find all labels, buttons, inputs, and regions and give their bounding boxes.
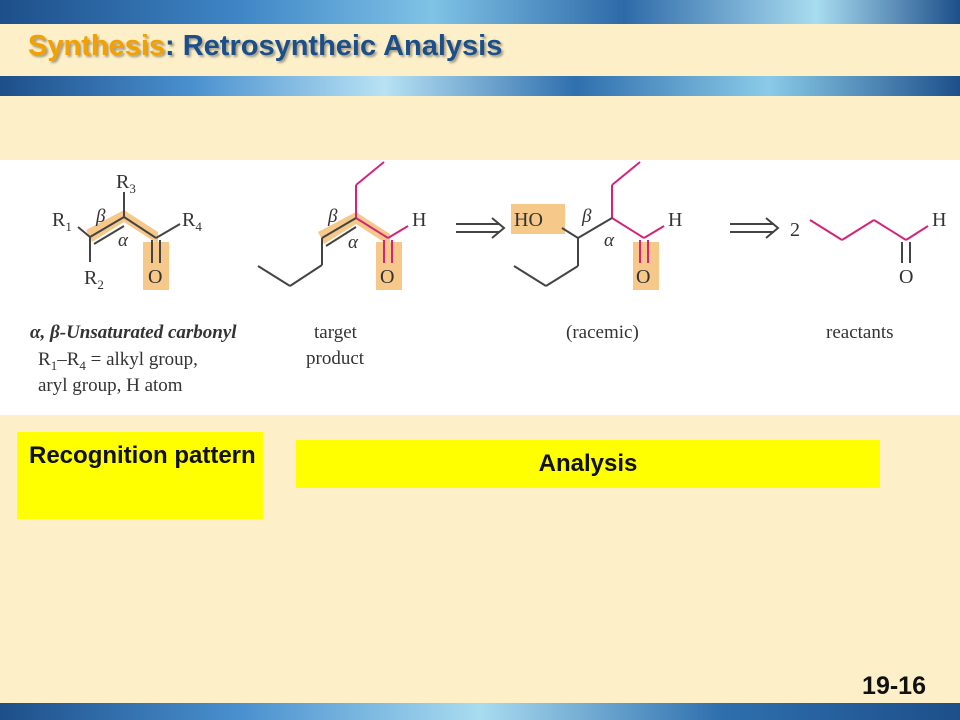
beta-label-1: β	[95, 206, 106, 227]
bond-chain-3	[257, 265, 291, 287]
title-retrosynthetic-analysis: : Retrosyntheic Analysis	[165, 30, 503, 62]
oxygen-label-2: O	[380, 266, 394, 288]
highlight-group	[86, 204, 659, 290]
hydrogen-label-3: H	[668, 209, 682, 231]
caption-enone-title: α, β-Unsaturated carbonyl	[30, 322, 237, 343]
product-black-bonds	[257, 217, 357, 287]
ho-label: HO	[514, 209, 543, 231]
bond-aldol-ch	[643, 225, 665, 239]
top-decor-band	[0, 0, 960, 24]
middle-decor-band	[0, 76, 960, 96]
bond-beta-alpha	[577, 217, 613, 239]
caption-product: product	[306, 348, 365, 369]
retrosynthesis-figure: R1 R2 R3 R4 β α O β α O H	[0, 160, 960, 415]
caption-racemic: (racemic)	[566, 322, 639, 343]
bond-aldol-chain-3	[513, 265, 547, 287]
caption-enone-line3: aryl group, H atom	[38, 375, 183, 396]
title-bar	[0, 24, 960, 76]
bond-reactant-ch	[905, 225, 929, 241]
beta-label-3: β	[581, 206, 592, 227]
bond-ethyl-2	[355, 161, 385, 186]
highlight-aldol-o	[633, 242, 659, 290]
oxygen-label-4: O	[899, 266, 913, 288]
bond-ho	[561, 227, 579, 239]
bond-aldol-chain-2	[545, 265, 579, 287]
bond-cc-double-1	[89, 216, 125, 238]
bond-aldol-carbonyl	[611, 217, 645, 239]
bond-r4	[155, 223, 181, 239]
slide-title: Synthesis: Retrosyntheic Analysis	[28, 26, 502, 66]
alpha-label-1: α	[118, 230, 129, 251]
r1-label: R1	[52, 209, 72, 234]
bond-reactant-2	[841, 219, 875, 241]
bond-cc-double-a	[321, 217, 357, 239]
reactant-carbonyl-bonds	[901, 242, 911, 263]
recognition-pattern-label: Recognition pattern	[17, 432, 263, 519]
bond-reactant-1	[809, 219, 843, 241]
hydrogen-label-2: H	[412, 209, 426, 231]
title-synthesis: Synthesis	[28, 30, 165, 62]
slide-number: 19-16	[862, 672, 926, 700]
bond-cc-double-2	[93, 225, 125, 245]
reaction-scheme: R1 R2 R3 R4 β α O β α O H	[30, 161, 946, 396]
bond-ca-carbonyl	[123, 216, 157, 239]
aldol-black-bonds	[513, 217, 613, 287]
alpha-label-2: α	[348, 232, 359, 253]
oxygen-label-1: O	[148, 266, 162, 288]
reactant-pink-bonds	[809, 219, 929, 241]
analysis-label: Analysis	[296, 440, 880, 488]
alpha-label-3: α	[604, 230, 615, 251]
highlight-product-o	[376, 242, 402, 290]
bond-alpha-carbonyl	[355, 217, 389, 239]
caption-enone-line2: R1–R4 = alkyl group,	[38, 349, 198, 373]
bottom-decor-band	[0, 703, 960, 720]
bond-cc-double-b	[325, 226, 357, 247]
oxygen-label-3: O	[636, 266, 650, 288]
r2-label: R2	[84, 267, 104, 292]
enone-structure	[77, 192, 181, 263]
product-pink-bonds	[355, 161, 409, 263]
highlight-ho	[511, 204, 565, 234]
highlight-enone-bonds	[86, 210, 158, 244]
bond-reactant-3	[873, 219, 907, 241]
retro-arrow-2	[730, 217, 780, 239]
caption-reactants: reactants	[826, 322, 894, 343]
bond-chain-2	[289, 264, 323, 287]
bond-r1	[77, 226, 91, 238]
bond-ch	[387, 225, 409, 239]
caption-target: target	[314, 322, 358, 343]
r4-label: R4	[182, 209, 202, 234]
hydrogen-label-4: H	[932, 209, 946, 231]
bond-aldol-ethyl-2	[611, 161, 641, 186]
coefficient-2: 2	[790, 219, 800, 241]
highlight-carbonyl-o	[143, 242, 169, 290]
retro-arrow-1	[456, 217, 506, 239]
r3-label: R3	[116, 171, 136, 196]
beta-label-2: β	[327, 206, 338, 227]
aldol-pink-bonds	[611, 161, 665, 263]
